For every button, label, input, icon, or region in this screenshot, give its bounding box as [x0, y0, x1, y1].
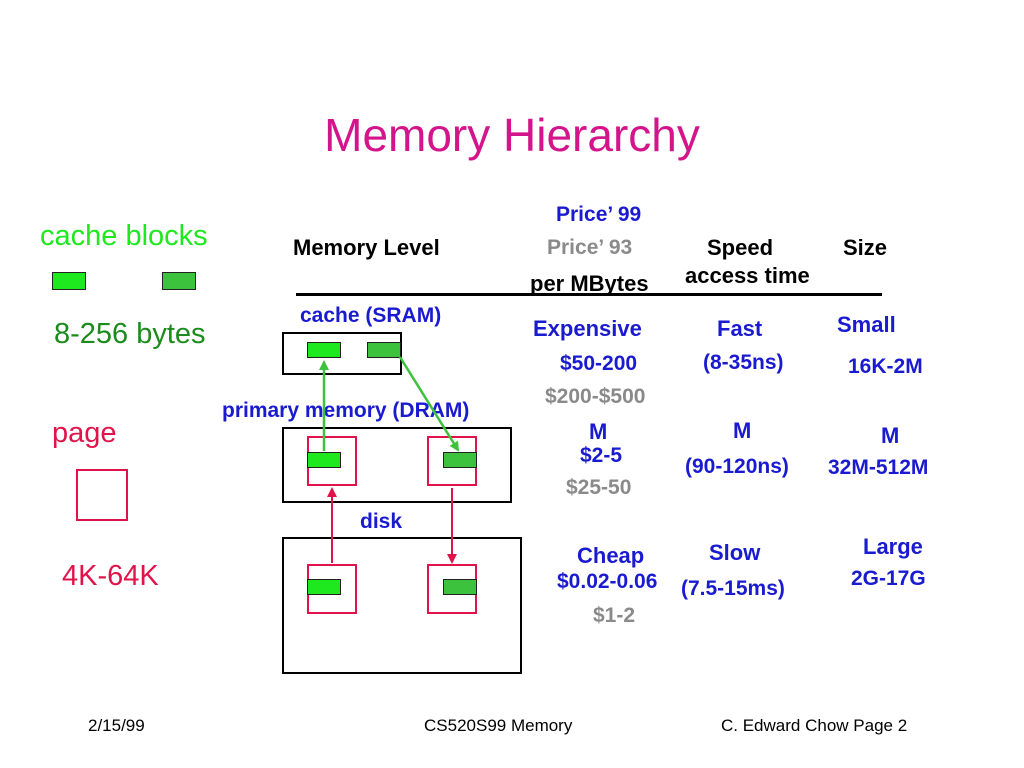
- legend-cache-block: [52, 272, 86, 290]
- legend-cache-block: [162, 272, 196, 290]
- cache-level-box: [282, 332, 402, 375]
- level-name-disk: disk: [360, 510, 403, 533]
- disk-price93: $1-2: [593, 604, 636, 627]
- memory-speed-value: (90-120ns): [685, 455, 789, 478]
- cache-price93: $200-$500: [545, 385, 646, 408]
- footer-course: CS520S99 Memory: [424, 716, 573, 735]
- disk-block: [443, 579, 477, 595]
- cache-blocks-label: cache blocks: [40, 220, 208, 252]
- level-name-primary-memory: primary memory (DRAM): [222, 399, 470, 422]
- header-price93: Price’ 93: [547, 236, 633, 259]
- disk-block: [307, 579, 341, 595]
- header-per-mbytes: per MBytes: [530, 271, 649, 296]
- page-title: Memory Hierarchy: [324, 109, 700, 161]
- memory-speed-label: M: [733, 418, 752, 443]
- page-label: page: [52, 417, 117, 449]
- cache-block: [367, 342, 401, 358]
- header-price99: Price’ 99: [556, 203, 642, 226]
- disk-cost-label: Cheap: [577, 543, 645, 568]
- header-memory-level: Memory Level: [293, 235, 440, 260]
- memory-block: [443, 452, 477, 468]
- cache-size-value: 16K-2M: [848, 355, 923, 378]
- cache-to-memory-arrow: [398, 356, 460, 452]
- memory-cost-label: M: [589, 419, 608, 444]
- level-name-cache: cache (SRAM): [300, 304, 442, 327]
- cache-cost-label: Expensive: [533, 316, 642, 341]
- header-speed: Speed: [707, 235, 774, 260]
- cache-size-label: Small: [837, 312, 896, 337]
- cache-speed-label: Fast: [717, 316, 763, 341]
- disk-price99: $0.02-0.06: [557, 570, 658, 593]
- disk-speed-value: (7.5-15ms): [681, 577, 785, 600]
- footer-date: 2/15/99: [88, 716, 145, 735]
- cache-block: [307, 342, 341, 358]
- disk-speed-label: Slow: [709, 540, 761, 565]
- cache-speed-value: (8-35ns): [703, 351, 784, 374]
- memory-size-label: M: [881, 423, 900, 448]
- cache-blocks-size: 8-256 bytes: [54, 318, 206, 350]
- memory-price93: $25-50: [566, 476, 632, 499]
- header-divider: [296, 293, 882, 296]
- disk-size-label: Large: [863, 534, 923, 559]
- header-access-time: access time: [685, 263, 810, 288]
- footer-author: C. Edward Chow Page 2: [721, 716, 908, 735]
- memory-size-value: 32M-512M: [828, 456, 929, 479]
- memory-price99: $2-5: [580, 444, 623, 467]
- header-size: Size: [843, 235, 888, 260]
- disk-level-box: [282, 537, 522, 674]
- primary-memory-level-box: [282, 427, 512, 503]
- cache-price99: $50-200: [560, 352, 638, 375]
- memory-block: [307, 452, 341, 468]
- page-size: 4K-64K: [62, 560, 159, 592]
- disk-size-value: 2G-17G: [851, 567, 926, 590]
- legend-page-box: [76, 469, 128, 521]
